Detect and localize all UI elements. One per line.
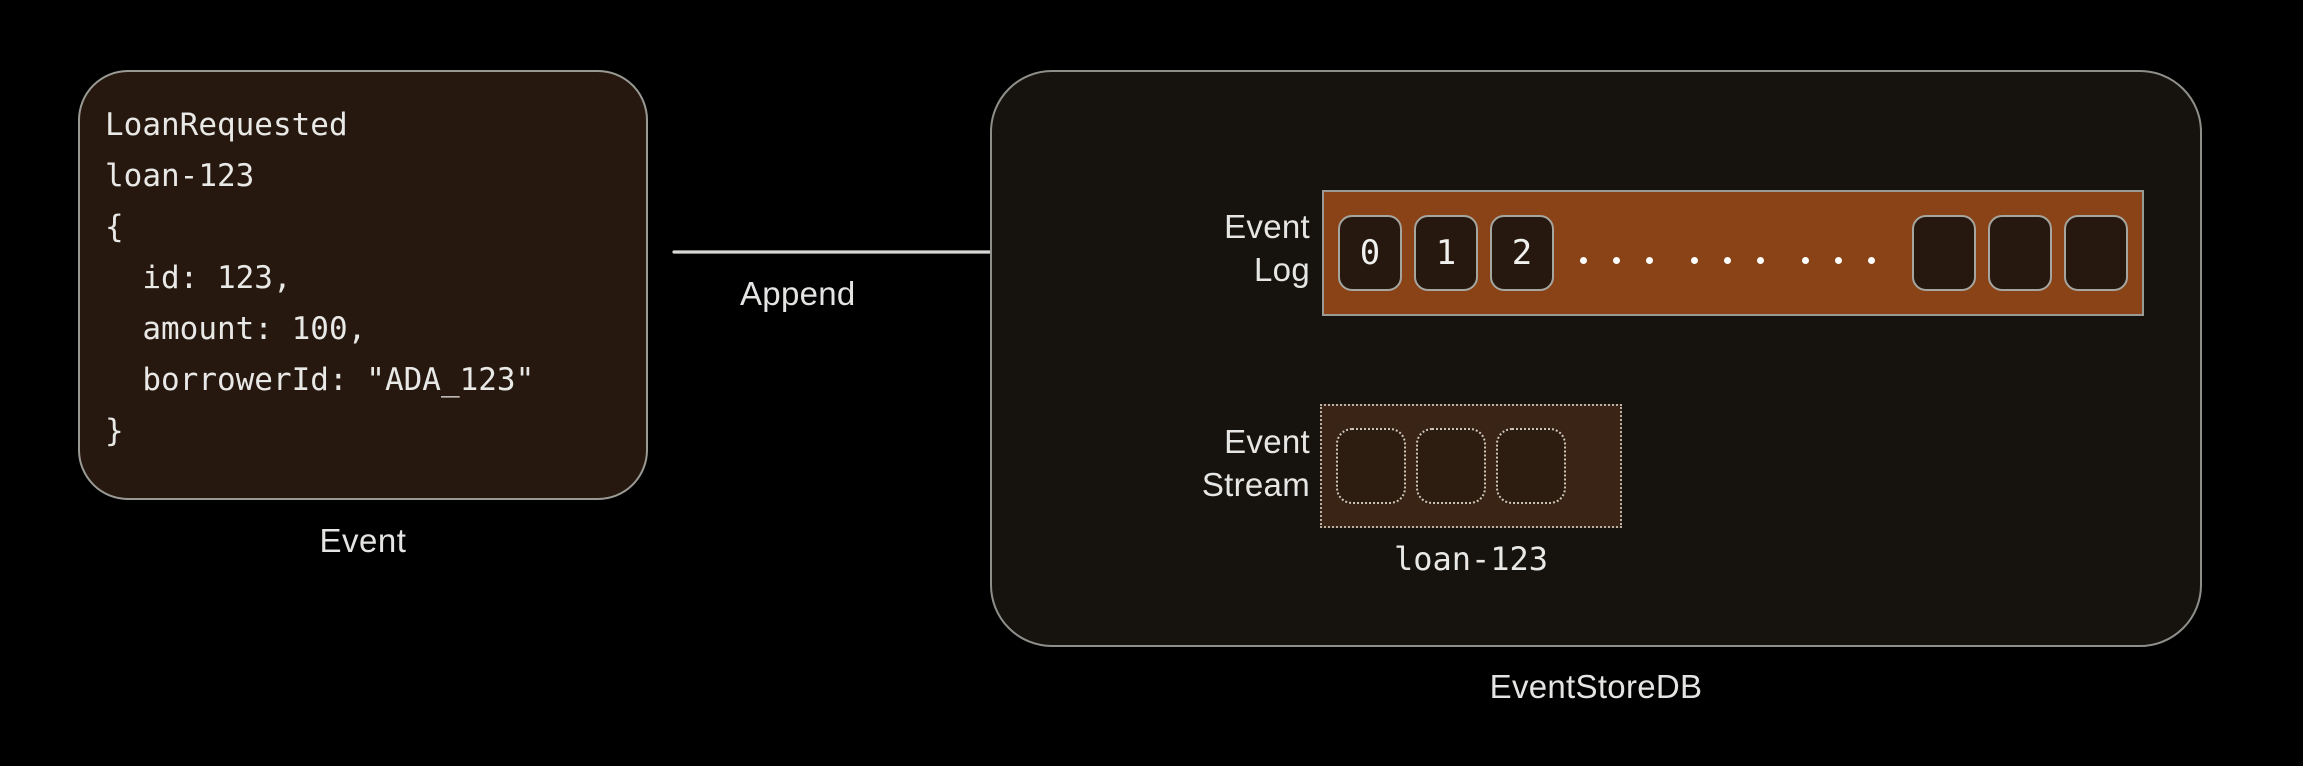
event-stream-label-line1: Event <box>1224 423 1310 460</box>
event-log-label: Event Log <box>1080 205 1310 291</box>
ellipsis-dot <box>1756 256 1764 264</box>
ellipsis-dot <box>1723 256 1731 264</box>
event-log-label-line1: Event <box>1224 208 1310 245</box>
ellipsis-dot <box>1612 256 1620 264</box>
ellipsis-dot <box>1579 256 1587 264</box>
event-card: LoanRequested loan-123 { id: 123, amount… <box>78 70 648 500</box>
eventstoredb-caption: EventStoreDB <box>1489 668 1703 705</box>
event-stream-cell <box>1416 428 1486 504</box>
event-log-cell: 1 <box>1414 215 1478 291</box>
ellipsis-dot <box>1690 256 1698 264</box>
event-stream-cell <box>1496 428 1566 504</box>
ellipsis-dot <box>1801 256 1809 264</box>
event-stream-caption: loan-123 <box>1393 540 1549 578</box>
ellipsis-dot <box>1867 256 1875 264</box>
event-log-cell-empty <box>2064 215 2128 291</box>
event-log-ellipsis <box>1564 243 1890 264</box>
event-card-caption: Event <box>319 522 407 559</box>
event-log-cell-empty <box>1912 215 1976 291</box>
ellipsis-dot <box>1645 256 1653 264</box>
event-log-bar: 0 1 2 <box>1322 190 2144 316</box>
event-log-cell: 0 <box>1338 215 1402 291</box>
eventstoredb-panel <box>990 70 2202 647</box>
event-stream-label: Event Stream <box>1080 420 1310 506</box>
event-log-cell: 2 <box>1490 215 1554 291</box>
ellipsis-dot-group <box>1579 256 1653 264</box>
event-log-label-line2: Log <box>1254 251 1310 288</box>
event-log-trailing-cells <box>1900 215 2128 291</box>
event-stream-box <box>1320 404 1622 528</box>
ellipsis-dot-group <box>1801 256 1875 264</box>
ellipsis-dot-group <box>1690 256 1764 264</box>
event-stream-cell <box>1336 428 1406 504</box>
event-stream-label-line2: Stream <box>1201 466 1310 503</box>
event-log-cell-empty <box>1988 215 2052 291</box>
event-card-code: LoanRequested loan-123 { id: 123, amount… <box>105 107 535 449</box>
append-label: Append <box>740 275 856 312</box>
ellipsis-dot <box>1834 256 1842 264</box>
